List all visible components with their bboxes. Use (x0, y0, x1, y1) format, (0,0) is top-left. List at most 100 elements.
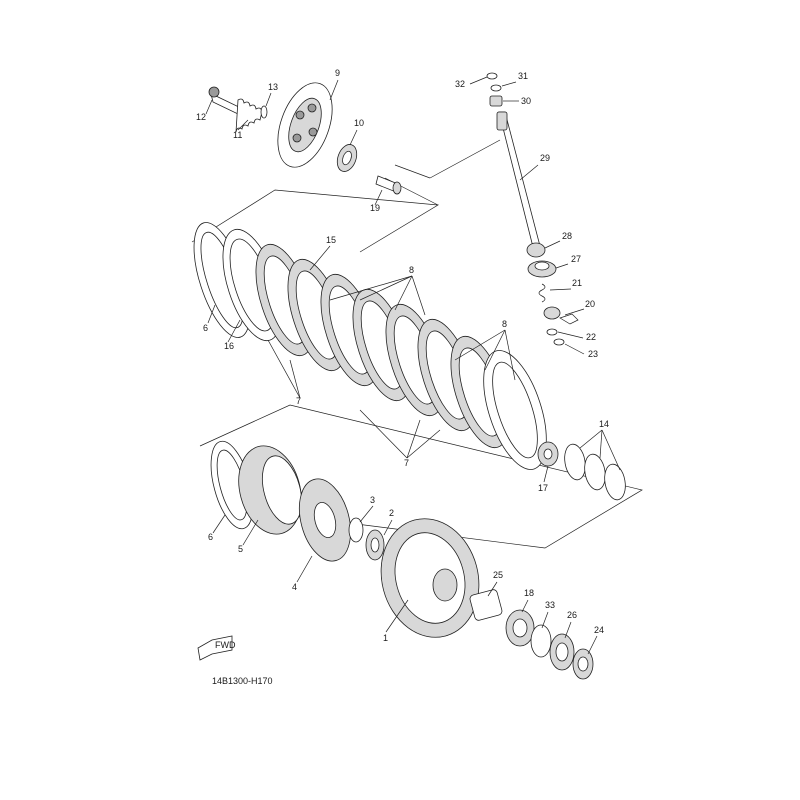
leader-line (587, 635, 598, 655)
callout-3: 3 (370, 495, 375, 505)
leader-line (359, 409, 408, 459)
leader-line (227, 319, 241, 343)
callout-26: 26 (567, 610, 577, 620)
diagram-code: 14B1300-H170 (212, 676, 273, 686)
callout-23: 23 (588, 349, 598, 359)
callout-20: 20 (585, 299, 595, 309)
callout-17: 17 (538, 483, 548, 493)
leader-line (309, 245, 331, 271)
bushing-part-30 (489, 95, 503, 107)
leader-line (557, 331, 584, 339)
leader-line (329, 275, 413, 301)
callout-30: 30 (521, 96, 531, 106)
push-rod-assembly (486, 72, 579, 346)
leader-line (349, 129, 358, 146)
leader-line (564, 308, 585, 316)
callout-22: 22 (586, 332, 596, 342)
leader-line (212, 514, 226, 534)
leader-line (406, 429, 441, 459)
callout-19: 19 (370, 203, 380, 213)
callout-18: 18 (524, 588, 534, 598)
fwd-label: FWD (215, 640, 236, 650)
leader-line (521, 599, 529, 613)
leader-line (541, 611, 549, 629)
leader-line (385, 599, 409, 633)
clutch-hub-group (210, 440, 594, 680)
leader-line (406, 419, 421, 459)
circlip-part-32 (486, 72, 498, 80)
leader-line (579, 429, 603, 449)
callout-10: 10 (354, 118, 364, 128)
callout-15: 15 (326, 235, 336, 245)
callout-7-left: 7 (296, 396, 301, 406)
callout-6-upper: 6 (203, 323, 208, 333)
leader-line (487, 581, 498, 597)
leader-line (501, 81, 517, 87)
callout-1: 1 (383, 633, 388, 643)
leader-line (543, 465, 549, 483)
ball-part-28 (526, 242, 546, 258)
callout-13: 13 (268, 82, 278, 92)
callout-6-lower: 6 (208, 532, 213, 542)
leader-line (599, 429, 603, 459)
washer-part-13 (260, 105, 268, 119)
callout-14: 14 (599, 419, 609, 429)
push-rod-end (496, 111, 508, 131)
leader-line (207, 304, 216, 324)
pressure-plate-group (208, 82, 402, 195)
callout-11: 11 (233, 130, 242, 140)
leader-line (564, 621, 572, 639)
callout-24: 24 (594, 625, 604, 635)
callout-9: 9 (335, 68, 340, 78)
washer-part-22 (546, 328, 558, 336)
leader-line (519, 164, 539, 181)
push-rod-part-29 (498, 111, 541, 248)
callout-29: 29 (540, 153, 550, 163)
callout-7-right: 7 (404, 458, 409, 468)
callout-8-lower: 8 (502, 319, 507, 329)
callout-4: 4 (292, 582, 297, 592)
callout-33: 33 (545, 600, 555, 610)
leader-line (265, 92, 272, 107)
leader-line (296, 555, 313, 583)
leader-line (484, 329, 506, 371)
leader-line (289, 359, 301, 399)
leader-line (394, 275, 413, 311)
leader-line (411, 275, 426, 316)
callout-25: 25 (493, 570, 503, 580)
leader-line (454, 329, 506, 361)
shim-part-14 (564, 443, 586, 481)
leader-line (564, 343, 585, 355)
washer-part-23 (553, 338, 565, 346)
leader-line (359, 505, 374, 523)
callout-21: 21 (572, 278, 582, 288)
leader-line (544, 240, 561, 249)
callout-28: 28 (562, 231, 572, 241)
leader-line (504, 329, 516, 381)
callout-labels: 1 2 3 4 5 6 6 7 7 8 8 9 10 11 12 13 14 1… (196, 68, 609, 643)
callout-5: 5 (238, 544, 243, 554)
spring-part-21 (538, 283, 546, 303)
callout-31: 31 (518, 71, 528, 81)
leader-line (329, 79, 339, 101)
washer-part-3 (348, 517, 364, 543)
cushion-parts (537, 441, 626, 501)
leader-line (469, 76, 488, 85)
nut-part-31 (490, 84, 502, 92)
leader-line (359, 275, 413, 301)
leader-line (237, 119, 249, 131)
callout-2: 2 (389, 508, 394, 518)
leader-line (549, 288, 572, 291)
callout-16: 16 (224, 341, 234, 351)
circlip-part-33 (530, 624, 552, 658)
leader-line (374, 189, 383, 206)
callout-8-upper: 8 (409, 265, 414, 275)
spacer-part-25 (469, 589, 503, 621)
callout-27: 27 (571, 254, 581, 264)
callout-32: 32 (455, 79, 465, 89)
lever-part-20 (543, 306, 561, 320)
fwd-arrow-icon: FWD (197, 635, 236, 661)
leader-line (205, 99, 213, 115)
leader-line (555, 263, 569, 269)
